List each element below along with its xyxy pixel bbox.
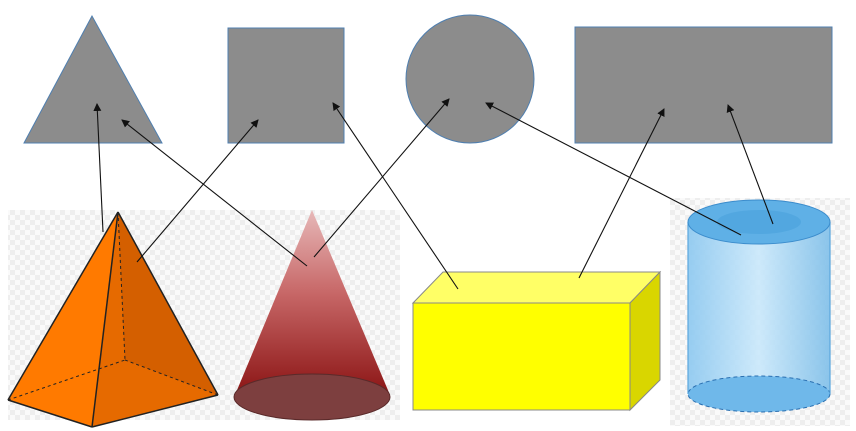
- triangle-shape: [23, 14, 163, 144]
- arrows: [93, 98, 774, 290]
- arrow-prism-to-square: [332, 102, 459, 290]
- cone-solid: [233, 210, 391, 421]
- arrow-cylinder-to-circle: [485, 102, 742, 236]
- rectangular-prism-solid: [411, 270, 662, 412]
- circle-shape: [405, 14, 535, 144]
- square-shape: [227, 27, 345, 144]
- arrow-cone-to-triangle: [121, 119, 308, 267]
- arrow-cylinder-to-rectangle: [726, 104, 774, 225]
- pyramid-solid: [7, 211, 219, 428]
- arrow-prism-to-rectangle: [578, 108, 665, 279]
- arrow-pyramid-to-triangle: [93, 103, 104, 233]
- rectangle-shape: [574, 26, 833, 144]
- arrow-cone-to-circle: [313, 98, 450, 258]
- arrow-pyramid-to-square: [136, 119, 259, 263]
- cylinder-solid: [687, 199, 831, 413]
